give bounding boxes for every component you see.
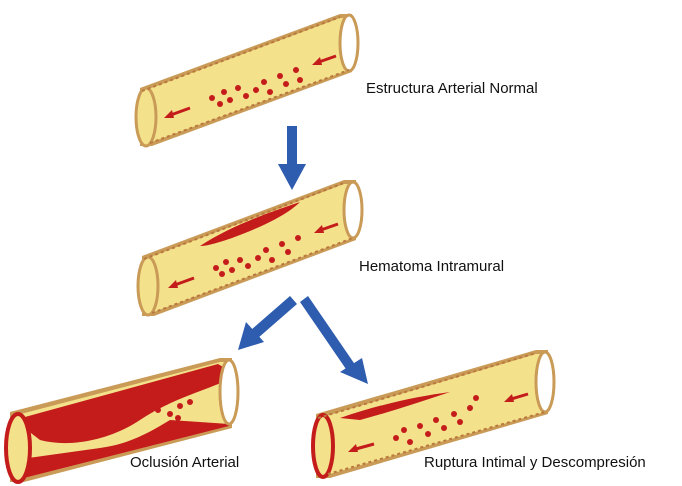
- vessel-hematoma-opening: [344, 182, 362, 238]
- label-normal-structure: Estructura Arterial Normal: [366, 80, 538, 97]
- vessel-hematoma-end: [138, 257, 158, 315]
- vessel-oclusion-opening: [220, 360, 238, 424]
- vessel-ruptura-end: [313, 415, 333, 477]
- label-intramural-hematoma: Hematoma Intramural: [359, 258, 504, 275]
- arrow-left: [238, 296, 297, 350]
- arrow-down: [278, 126, 306, 190]
- label-intimal-rupture: Ruptura Intimal y Descompresión: [424, 454, 646, 471]
- arrow-right: [300, 296, 368, 384]
- vessel-normal: [136, 14, 358, 146]
- vessel-ruptura-opening: [536, 352, 554, 412]
- vessel-normal-opening: [340, 15, 358, 71]
- vessel-hematoma: [138, 180, 362, 316]
- vessel-oclusion-end: [6, 414, 30, 482]
- label-arterial-occlusion: Oclusión Arterial: [130, 454, 239, 471]
- vessel-normal-end: [136, 88, 156, 146]
